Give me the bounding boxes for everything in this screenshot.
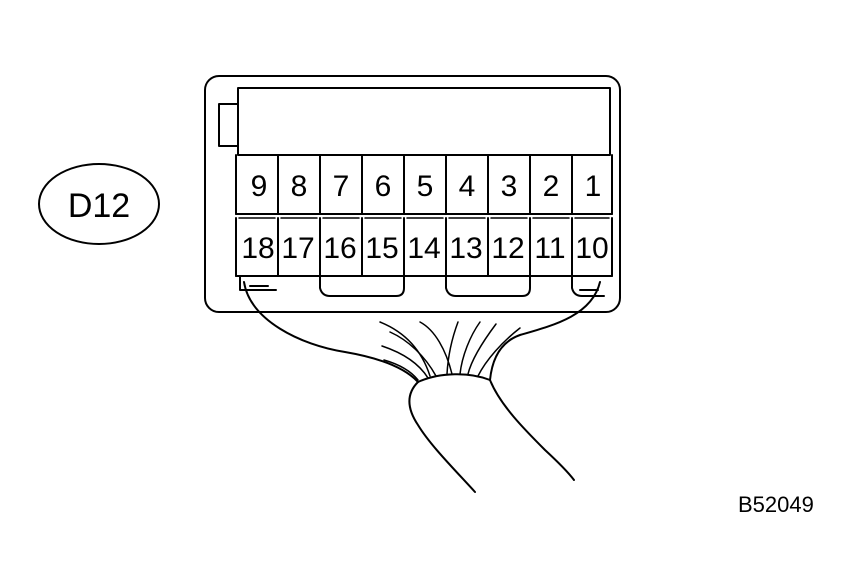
pin-label-4: 4 xyxy=(459,170,476,203)
figure-code: B52049 xyxy=(738,492,814,517)
wire-3 xyxy=(381,345,429,379)
wire-7 xyxy=(459,321,481,375)
top-row-pins: 9 8 7 6 5 4 3 2 1 xyxy=(251,170,602,203)
key-right xyxy=(571,275,605,297)
wire-2 xyxy=(389,331,437,377)
wire-9 xyxy=(477,327,521,377)
housing-lock-tab xyxy=(218,103,239,147)
connector-label: D12 xyxy=(38,163,160,245)
wire-4 xyxy=(383,359,419,381)
pin-label-8: 8 xyxy=(291,170,308,203)
wire-left-outer xyxy=(243,281,419,383)
bundle-top-edge xyxy=(417,373,491,383)
housing-top-block xyxy=(237,87,611,156)
wire-5 xyxy=(419,321,453,375)
key-mid-2 xyxy=(445,275,531,297)
pin-label-9: 9 xyxy=(251,170,268,203)
pin-label-14: 14 xyxy=(407,232,440,265)
housing-outline xyxy=(204,75,621,313)
wire-8 xyxy=(467,323,497,375)
bundle-right-edge xyxy=(489,379,575,481)
pin-grid xyxy=(235,154,613,297)
wire-right-outer xyxy=(489,281,601,381)
key-mid-1 xyxy=(319,275,405,297)
wire-6 xyxy=(446,321,459,375)
pin-label-3: 3 xyxy=(501,170,518,203)
connector-id-text: D12 xyxy=(68,187,130,225)
pin-label-17: 17 xyxy=(281,232,314,265)
pin-label-6: 6 xyxy=(375,170,392,203)
pin-label-11: 11 xyxy=(534,232,565,265)
pin-label-7: 7 xyxy=(333,170,350,203)
wire-1 xyxy=(379,321,431,377)
connector-label-ellipse xyxy=(38,163,160,245)
pin-label-12: 12 xyxy=(491,232,524,265)
wire-harness xyxy=(243,281,601,493)
bottom-row-pins: 18 17 16 15 14 13 12 11 10 xyxy=(241,232,608,265)
pin-label-15: 15 xyxy=(365,232,398,265)
connector-housing xyxy=(204,75,621,313)
bundle-left-edge xyxy=(408,381,476,493)
pin-label-10: 10 xyxy=(575,232,608,265)
pin-label-2: 2 xyxy=(543,170,560,203)
pin-label-13: 13 xyxy=(449,232,482,265)
key-left xyxy=(239,275,277,291)
pin-label-1: 1 xyxy=(585,170,602,203)
pin-label-18: 18 xyxy=(241,232,274,265)
pin-label-16: 16 xyxy=(323,232,356,265)
pin-label-5: 5 xyxy=(417,170,434,203)
